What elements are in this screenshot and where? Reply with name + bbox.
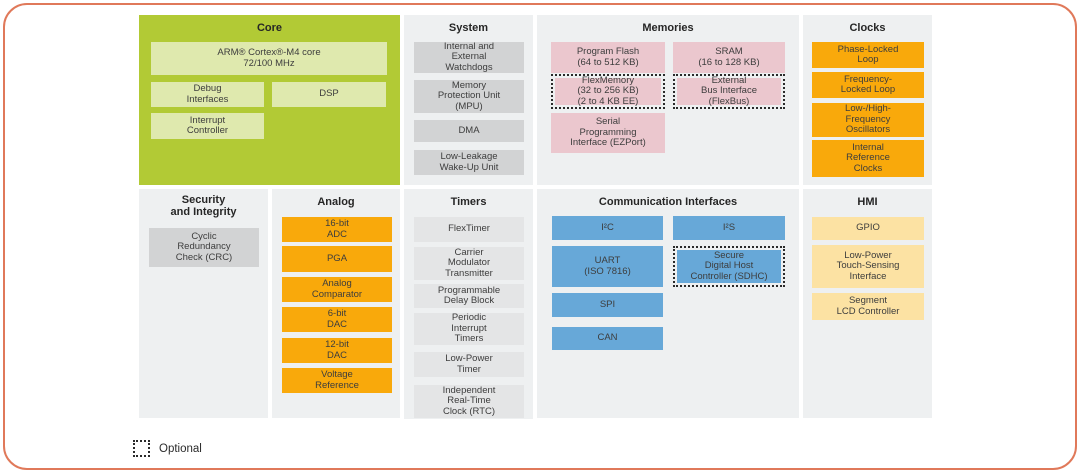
block-frequency-locked-loop: Frequency- Locked Loop [812,72,924,98]
section-analog: Analog 16-bit ADC PGA Analog Comparator … [272,189,400,418]
section-title-analog: Analog [317,196,355,208]
section-system: System Internal and External Watchdogs M… [404,15,533,185]
block-uart: UART (ISO 7816) [552,246,663,287]
block-spi: SPI [552,293,663,317]
block-periodic-interrupt-timers: Periodic Interrupt Timers [414,313,524,345]
block-sdhc-optional: Secure Digital Host Controller (SDHC) [673,246,785,287]
block-rtc: Independent Real-Time Clock (RTC) [414,385,524,418]
block-watchdogs: Internal and External Watchdogs [414,41,524,73]
block-crc: Cyclic Redundancy Check (CRC) [149,228,259,267]
block-dsp: DSP [272,82,386,107]
section-title-timers: Timers [450,196,487,208]
block-gpio: GPIO [812,217,924,240]
section-title-clocks: Clocks [849,22,886,34]
optional-dotted-swatch-icon [133,440,150,457]
block-oscillators: Low-/High- Frequency Oscillators [812,103,924,137]
section-title-security: Security and Integrity [170,194,237,218]
block-pga: PGA [282,246,392,272]
block-touch-sensing-interface: Low-Power Touch-Sensing Interface [812,245,924,288]
section-title-memories: Memories [642,22,694,34]
section-security-and-integrity: Security and Integrity Cyclic Redundancy… [139,189,268,418]
section-clocks: Clocks Phase-Locked Loop Frequency- Lock… [803,15,932,185]
legend-optional: Optional [133,440,202,457]
section-core: Core ARM® Cortex®-M4 core 72/100 MHz Deb… [139,15,400,185]
block-i2s: I²S [673,216,785,240]
block-internal-reference-clocks: Internal Reference Clocks [812,140,924,177]
block-programmable-delay-block: Programmable Delay Block [414,284,524,308]
block-program-flash: Program Flash (64 to 512 KB) [551,42,665,73]
block-analog-comparator: Analog Comparator [282,277,392,302]
block-external-bus-interface-optional: External Bus Interface (FlexBus) [673,74,785,109]
block-low-leakage-wakeup: Low-Leakage Wake-Up Unit [414,150,524,175]
section-title-system: System [448,22,489,34]
block-phase-locked-loop: Phase-Locked Loop [812,42,924,68]
section-title-core: Core [256,22,283,34]
block-low-power-timer: Low-Power Timer [414,352,524,377]
block-voltage-reference: Voltage Reference [282,368,392,393]
block-dma: DMA [414,120,524,142]
section-hmi: HMI GPIO Low-Power Touch-Sensing Interfa… [803,189,932,418]
block-interrupt-controller: Interrupt Controller [151,113,264,139]
block-can: CAN [552,327,663,350]
block-arm-cortex-m4-core: ARM® Cortex®-M4 core 72/100 MHz [151,42,387,75]
legend-optional-label: Optional [159,442,202,455]
block-debug-interfaces: Debug Interfaces [151,82,264,107]
block-sram: SRAM (16 to 128 KB) [673,42,785,73]
block-carrier-modulator-transmitter: Carrier Modulator Transmitter [414,247,524,280]
section-memories: Memories Program Flash (64 to 512 KB) SR… [537,15,799,185]
section-communication-interfaces: Communication Interfaces I²C I²S UART (I… [537,189,799,418]
section-title-hmi: HMI [857,196,878,208]
section-timers: Timers FlexTimer Carrier Modulator Trans… [404,189,533,419]
block-flexmemory-optional: FlexMemory (32 to 256 KB) (2 to 4 KB EE) [551,74,665,109]
block-segment-lcd-controller: Segment LCD Controller [812,293,924,320]
block-i2c: I²C [552,216,663,240]
block-mpu: Memory Protection Unit (MPU) [414,80,524,113]
block-12bit-dac: 12-bit DAC [282,338,392,363]
block-6bit-dac: 6-bit DAC [282,307,392,332]
section-title-communication: Communication Interfaces [598,196,738,208]
block-16bit-adc: 16-bit ADC [282,217,392,242]
block-ezport: Serial Programming Interface (EZPort) [551,113,665,153]
block-flextimer: FlexTimer [414,217,524,242]
